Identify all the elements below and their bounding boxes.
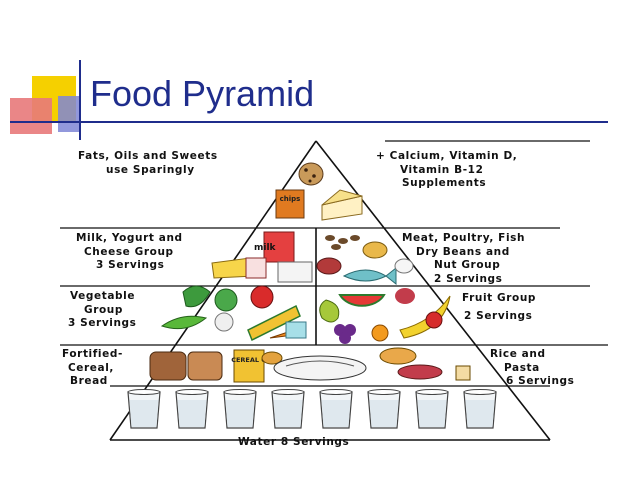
label-line: Meat, Poultry, Fish (402, 232, 526, 244)
orange-icon (371, 324, 389, 342)
bread-slice-icon (187, 351, 223, 381)
pear-icon (319, 299, 340, 323)
label-fruit-group: Fruit Group 2 Servings (462, 292, 536, 323)
chips-text: chips (280, 195, 301, 203)
dairy-group: milk (211, 231, 313, 283)
water-glass-icon (223, 389, 257, 429)
label-bread-group: Fortified- Cereal, Bread (62, 348, 123, 389)
steak-icon (316, 257, 342, 275)
label-line: 2 Servings (464, 309, 533, 322)
pasta-plate-icon (273, 355, 367, 381)
label-line: Dry Beans and (416, 245, 510, 258)
accent-vertical-line (79, 60, 81, 140)
water-glass-icon (127, 389, 161, 429)
accent-blue-square (58, 96, 80, 132)
croissant-icon (379, 347, 417, 365)
label-line: Milk, Yogurt and (76, 232, 183, 244)
label-line: Group (84, 303, 124, 316)
label-line: Fortified- (62, 348, 123, 360)
label-dairy-group: Milk, Yogurt and Cheese Group 3 Servings (76, 232, 183, 273)
label-water: Water 8 Servings (238, 436, 350, 448)
label-line: Nut Group (434, 259, 501, 271)
label-line: 3 Servings (68, 317, 137, 329)
pasta-group (273, 347, 471, 381)
chips-bag-icon (275, 189, 305, 219)
label-line: Vegetable (70, 290, 136, 302)
tier-dividers (60, 140, 608, 387)
label-line: Pasta (504, 361, 540, 374)
water-glass-icon (367, 389, 401, 429)
label-vegetable-group: Vegetable Group 3 Servings (68, 290, 137, 331)
cracker-icon (455, 365, 471, 381)
corn-icon (247, 304, 301, 342)
water-glass-icon (463, 389, 497, 429)
page-title: Food Pyramid (90, 73, 315, 114)
vegetable-group (160, 285, 307, 342)
label-line: Vitamin B-12 (400, 163, 484, 176)
sweets-group: chips (275, 162, 363, 221)
milk-text: milk (254, 243, 277, 253)
banana-icon (399, 295, 451, 339)
cereal-box-text: CEREAL O (231, 356, 267, 364)
label-line: + Calcium, Vitamin D, (376, 150, 518, 162)
nut-icon (362, 241, 388, 259)
watermelon-icon (338, 294, 386, 307)
cereal-box-icon (233, 349, 265, 383)
rice-bowl-icon (397, 364, 443, 380)
label-supplements: + Calcium, Vitamin D, Vitamin B-12 Suppl… (376, 150, 517, 191)
onion-icon (214, 312, 234, 332)
label-rice-pasta-group: Rice and Pasta 6 Servings (490, 348, 575, 389)
label-line: Fats, Oils and Sweets (78, 150, 218, 162)
label-line: Cheese Group (84, 245, 174, 258)
milk-glass-icon (277, 261, 313, 283)
label-line: use Sparingly (106, 163, 195, 176)
accent-red-square (10, 98, 52, 134)
fruit-group (319, 288, 451, 344)
fish-icon (342, 269, 388, 282)
peas-pod-icon (160, 315, 208, 330)
label-protein-group: Meat, Poultry, Fish Dry Beans and Nut Gr… (402, 232, 525, 286)
label-line: Cereal, (68, 361, 114, 374)
water-glass-icon (415, 389, 449, 429)
label-fats-oils-sweets: Fats, Oils and Sweets use Sparingly (78, 150, 218, 177)
water-glass-icon (175, 389, 209, 429)
water-glass-icon (319, 389, 353, 429)
milk-carton-icon (263, 231, 295, 263)
label-line: Bread (70, 375, 108, 387)
broccoli-icon (214, 288, 238, 312)
label-line: Rice and (490, 348, 546, 360)
cookie-icon (298, 162, 324, 186)
label-line: Supplements (402, 177, 487, 189)
leafy-greens-icon (182, 285, 211, 308)
label-line: 2 Servings (434, 272, 503, 285)
egg-icon (394, 258, 414, 274)
apple-icon (425, 311, 443, 329)
label-line: Fruit Group (462, 292, 537, 304)
bread-group: CEREAL O (149, 349, 283, 383)
protein-group (316, 235, 414, 286)
tomato-icon (250, 285, 274, 309)
title-underline (10, 121, 608, 123)
label-line: 6 Servings (506, 375, 575, 387)
water-glass-icon (271, 389, 305, 429)
water-glasses-row (127, 389, 497, 429)
label-line: 3 Servings (96, 259, 165, 271)
bread-loaf-icon (149, 351, 187, 381)
